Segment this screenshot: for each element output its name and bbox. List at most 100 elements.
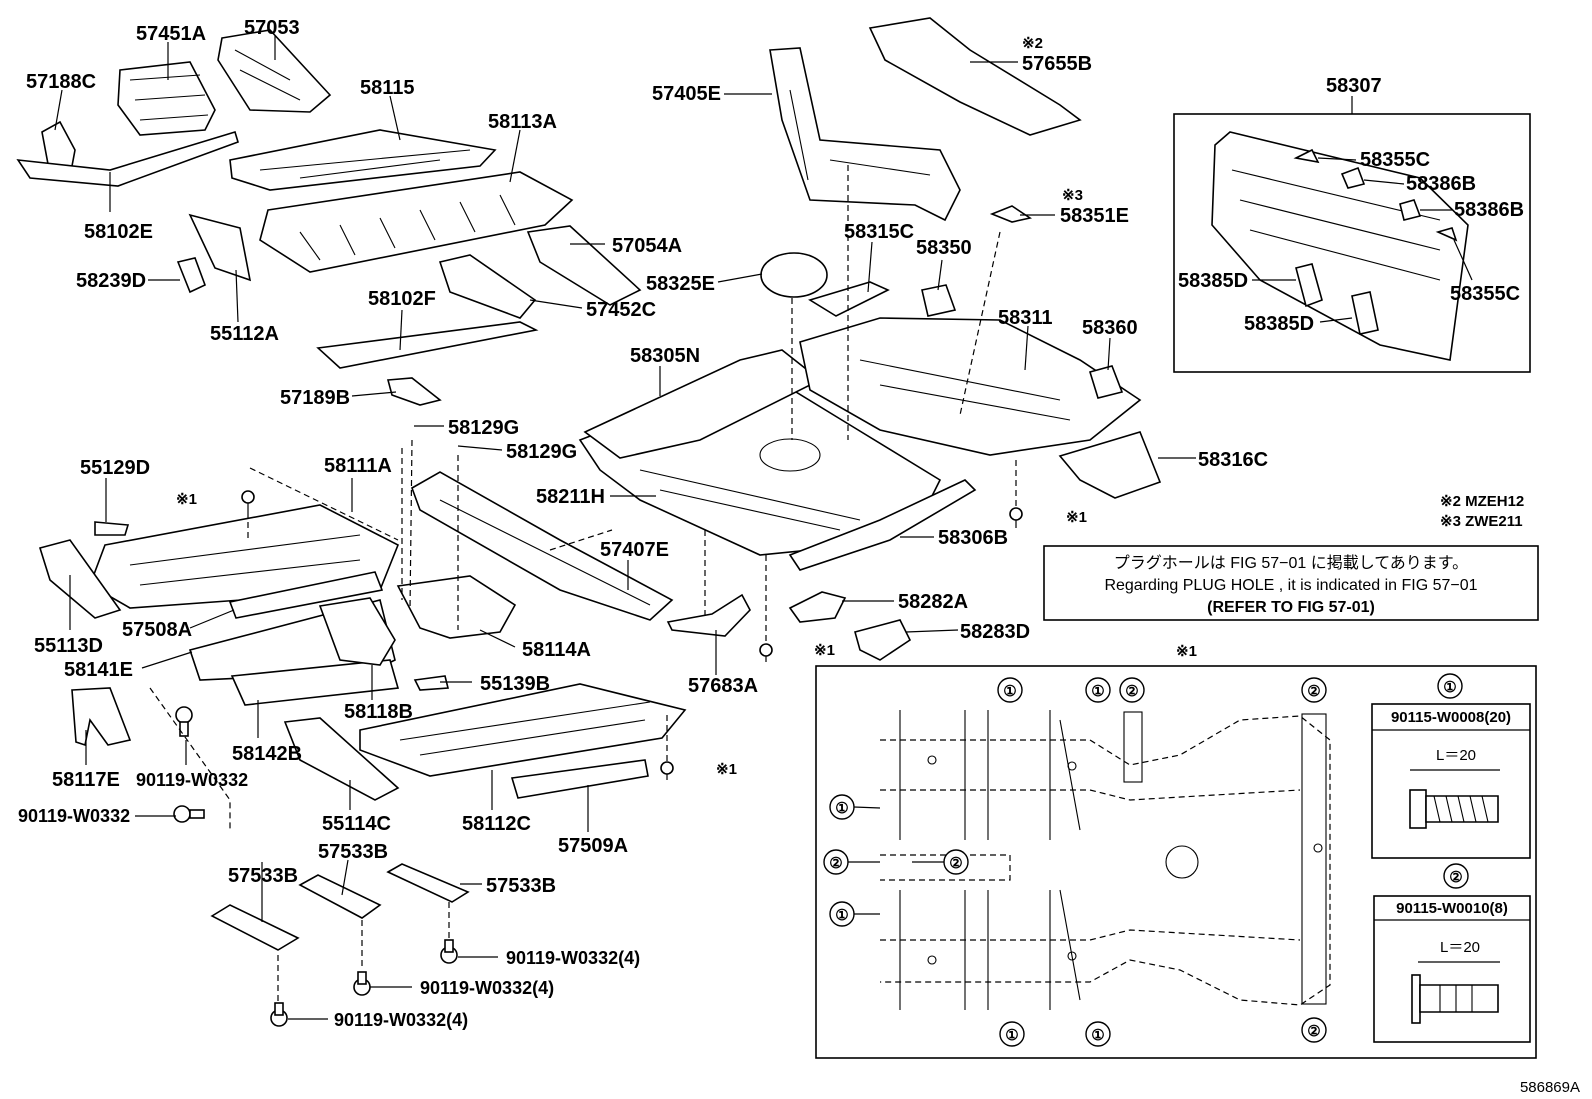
callout-2-bottom: ② bbox=[1301, 1017, 1327, 1043]
label-55112A: 55112A bbox=[210, 323, 279, 345]
label-57533B-2: 57533B bbox=[318, 841, 388, 863]
label-58355C-2: 58355C bbox=[1450, 283, 1520, 305]
callout-1-bottom-b: ① bbox=[1085, 1021, 1111, 1047]
callout-1-left-a: ① bbox=[829, 794, 855, 820]
svg-text:①: ① bbox=[1005, 1027, 1018, 1044]
part-58355C-b bbox=[1435, 227, 1458, 242]
label-57655B: 57655B bbox=[1022, 53, 1092, 75]
label-55113D: 55113D bbox=[34, 635, 103, 657]
part-58112C bbox=[359, 683, 687, 777]
label-58129G-1: 58129G bbox=[448, 417, 519, 439]
label-58283D: 58283D bbox=[960, 621, 1030, 643]
part-57533B-b bbox=[298, 874, 382, 919]
spec-1-length: L＝20 bbox=[1436, 747, 1476, 764]
dashed-guides bbox=[149, 165, 1017, 1002]
label-58111A: 58111A bbox=[324, 455, 392, 477]
notice-ref: (REFER TO FIG 57-01) bbox=[1207, 599, 1375, 616]
label-58211H: 58211H bbox=[536, 486, 605, 508]
label-57451A: 57451A bbox=[136, 23, 206, 45]
callout-2-spec: ② bbox=[1443, 863, 1469, 889]
label-57054A: 57054A bbox=[612, 235, 682, 257]
part-55114C bbox=[283, 717, 400, 801]
label-58113A: 58113A bbox=[488, 111, 557, 133]
label-58141E: 58141E bbox=[64, 659, 133, 681]
callout-1-top-a: ① bbox=[997, 677, 1023, 703]
label-58385D-2: 58385D bbox=[1244, 313, 1314, 335]
part-58316C bbox=[1058, 431, 1162, 499]
label-58306B: 58306B bbox=[938, 527, 1008, 549]
label-57407E: 57407E bbox=[600, 539, 669, 561]
ref-mark-1-a: ※1 bbox=[176, 491, 197, 508]
part-58283D bbox=[854, 619, 912, 661]
footnote-zwe211: ※3 ZWE211 bbox=[1440, 513, 1523, 530]
notice-jp: プラグホールは FIG 57−01 に掲載してあります。 bbox=[1114, 554, 1468, 572]
label-58316C: 58316C bbox=[1198, 449, 1268, 471]
bolt-ref1-c bbox=[759, 643, 773, 662]
label-58112C: 58112C bbox=[462, 813, 531, 835]
label-57533B-3: 57533B bbox=[486, 875, 556, 897]
notice-en: Regarding PLUG HOLE , it is indicated in… bbox=[1104, 577, 1477, 594]
label-58311: 58311 bbox=[998, 307, 1053, 329]
label-57508A: 57508A bbox=[122, 619, 192, 641]
underbody-outline bbox=[880, 710, 1331, 1010]
part-58385D-b bbox=[1351, 291, 1379, 335]
spec-2-bolt-drawing bbox=[1411, 974, 1499, 1024]
part-58351E bbox=[989, 205, 1033, 223]
svg-text:②: ② bbox=[1125, 683, 1138, 700]
label-58350: 58350 bbox=[916, 237, 972, 259]
part-57405E bbox=[769, 47, 961, 222]
part-58307 bbox=[1211, 131, 1469, 361]
footnote-mzeh12: ※2 MZEH12 bbox=[1440, 493, 1524, 510]
label-90119-W0332-4a: 90119-W0332(4) bbox=[506, 948, 640, 968]
bolt-ref1-b bbox=[1009, 507, 1023, 528]
label-58282A: 58282A bbox=[898, 591, 968, 613]
part-58385D-a bbox=[1295, 263, 1323, 308]
part-55112A bbox=[188, 213, 252, 282]
ref-mark-1-c: ※1 bbox=[814, 642, 835, 659]
notice-box bbox=[1043, 545, 1539, 621]
part-57054A bbox=[526, 225, 642, 306]
part-57655B bbox=[868, 17, 1082, 136]
label-58115: 58115 bbox=[360, 77, 415, 99]
figure-id: 586869A bbox=[1520, 1079, 1580, 1096]
label-58360: 58360 bbox=[1082, 317, 1138, 339]
label-58117E: 58117E bbox=[52, 769, 120, 791]
svg-text:②: ② bbox=[949, 855, 962, 872]
label-58129G-2: 58129G bbox=[506, 441, 577, 463]
label-57053: 57053 bbox=[244, 17, 300, 39]
part-58142B bbox=[230, 659, 400, 706]
bolt-90119-c bbox=[440, 939, 458, 964]
label-58114A: 58114A bbox=[522, 639, 591, 661]
part-labels: 57451A 57053 57188C 58115 58113A 58102E … bbox=[18, 17, 1268, 1030]
label-90119-W0332-4b: 90119-W0332(4) bbox=[420, 978, 554, 998]
label-57405E: 57405E bbox=[652, 83, 721, 105]
ref-mark-1-d: ※1 bbox=[716, 761, 737, 778]
label-58142B: 58142B bbox=[232, 743, 302, 765]
svg-text:②: ② bbox=[1307, 1023, 1320, 1040]
callout-1-left-b: ① bbox=[829, 901, 855, 927]
part-57683A bbox=[666, 593, 751, 637]
inset-58307-box bbox=[1173, 113, 1531, 373]
part-58325E bbox=[760, 252, 828, 298]
spec-2-length: L＝20 bbox=[1440, 939, 1480, 956]
callout-1-spec: ① bbox=[1437, 673, 1463, 699]
part-58306B bbox=[788, 479, 977, 571]
callout-1-bottom-a: ① bbox=[999, 1021, 1025, 1047]
part-58282A bbox=[788, 591, 847, 623]
label-58386B-2: 58386B bbox=[1454, 199, 1524, 221]
part-58386B-b bbox=[1399, 199, 1422, 221]
part-58355C-a bbox=[1293, 148, 1320, 164]
label-57683A: 57683A bbox=[688, 675, 758, 697]
part-57508A bbox=[228, 571, 384, 619]
label-57533B-1: 57533B bbox=[228, 865, 298, 887]
svg-text:①: ① bbox=[835, 800, 848, 817]
label-90119-W0332-a: 90119-W0332 bbox=[136, 770, 248, 790]
part-58114A bbox=[396, 575, 517, 639]
label-58102E: 58102E bbox=[84, 221, 153, 243]
label-58325E: 58325E bbox=[646, 273, 715, 295]
bolt-ref1-d bbox=[660, 761, 674, 780]
label-55129D: 55129D bbox=[80, 457, 150, 479]
part-58118B bbox=[318, 597, 396, 666]
svg-text:①: ① bbox=[1003, 683, 1016, 700]
